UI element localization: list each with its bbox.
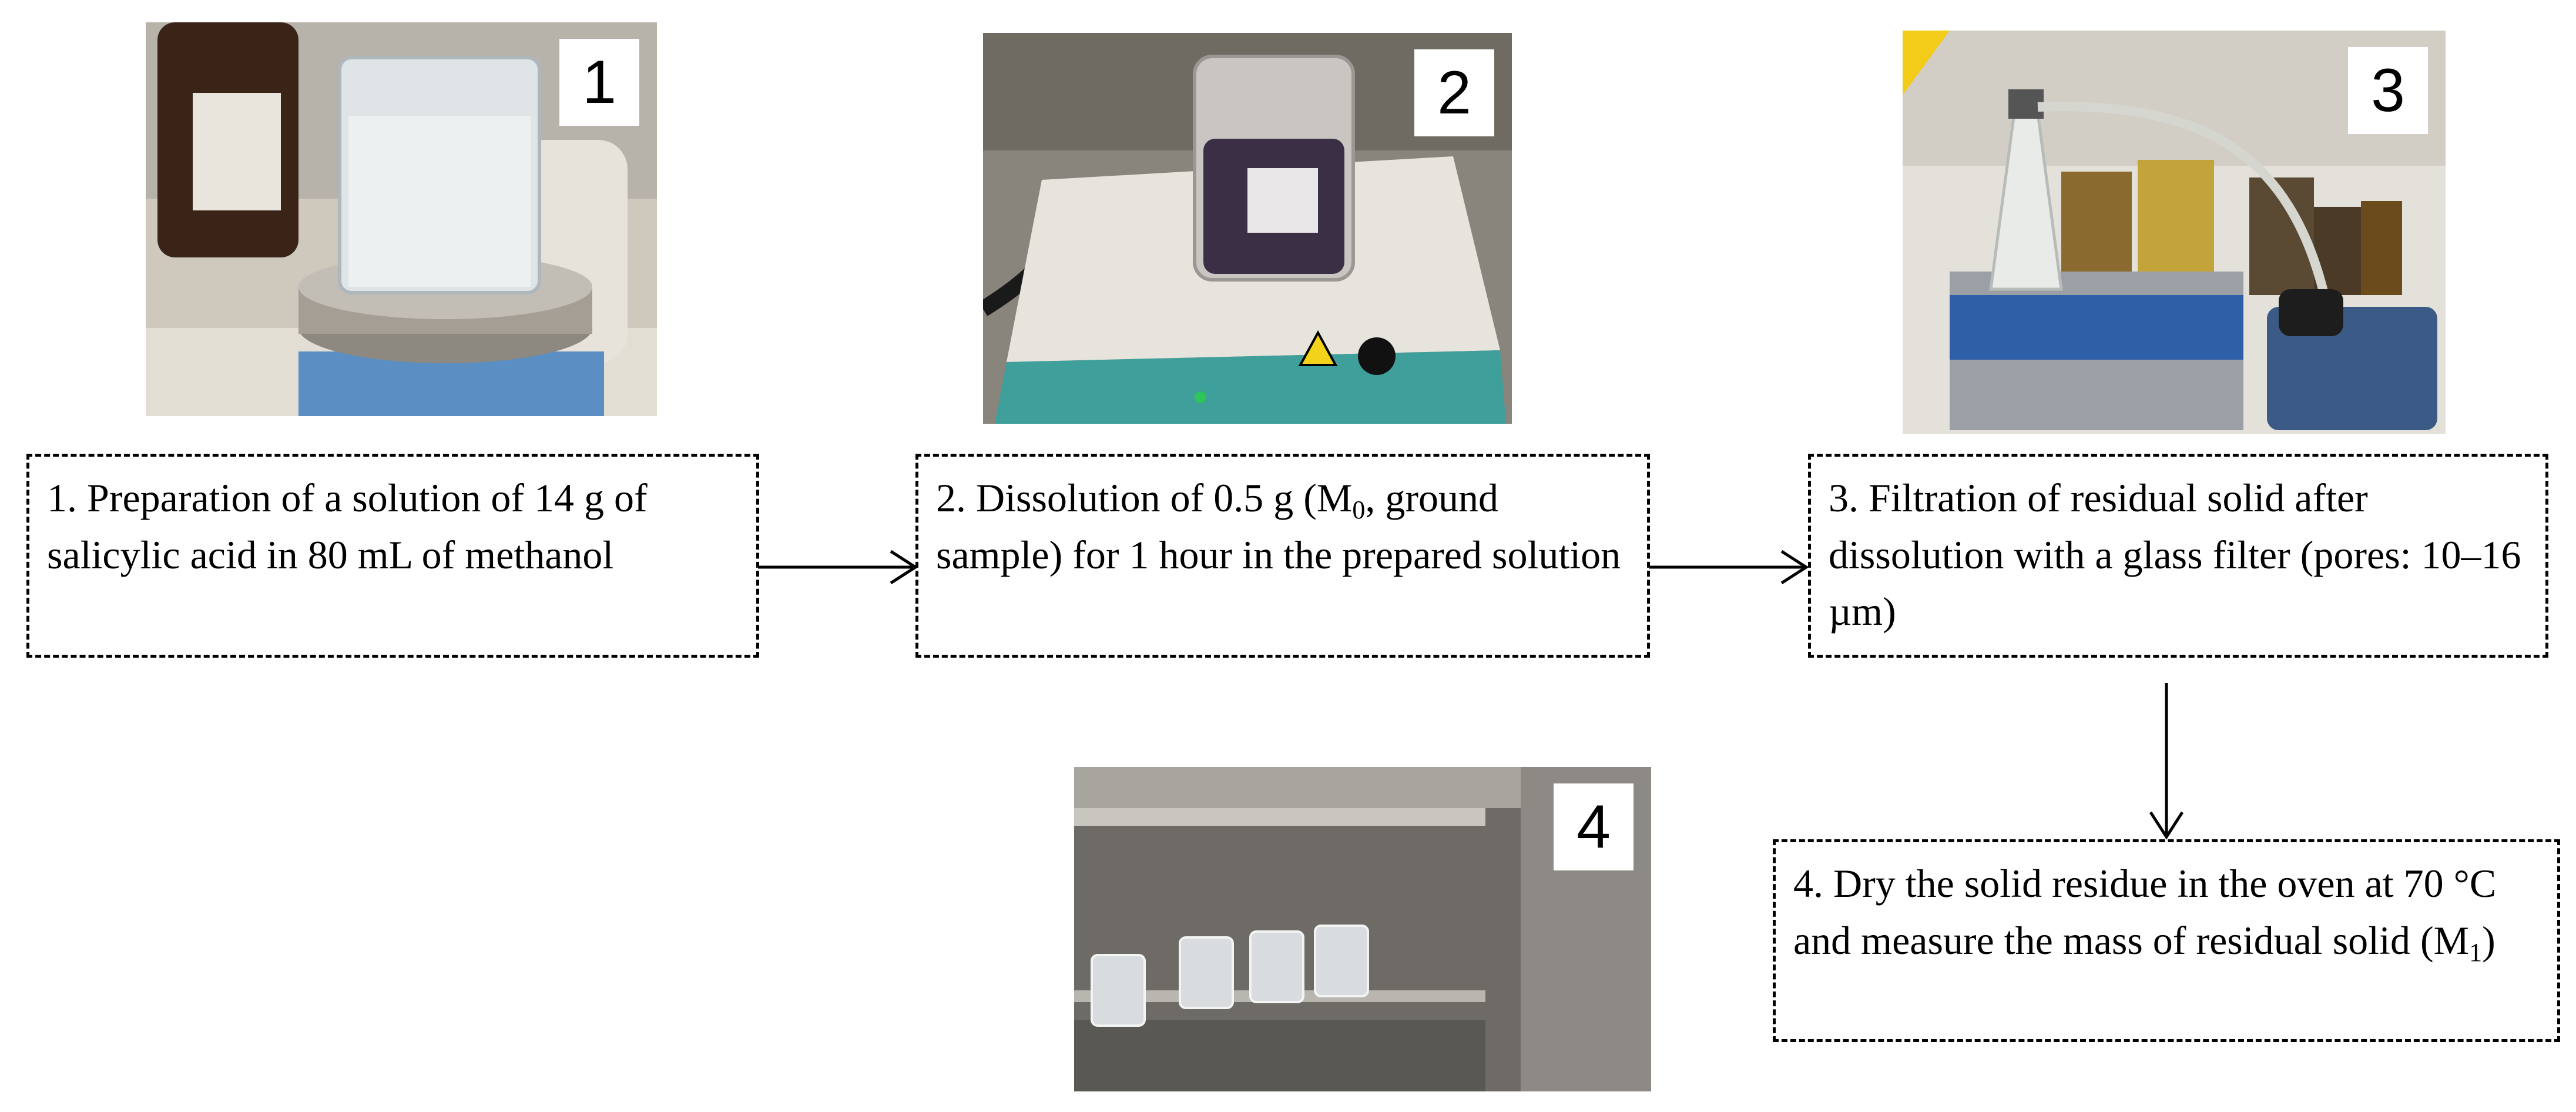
step-3-text: 3. Filtration of residual solid after di… — [1829, 475, 2521, 634]
step-1-text: 1. Preparation of a solution of 14 g of … — [47, 475, 648, 577]
step-2-text: 2. Dissolution of 0.5 g (M0, ground samp… — [936, 475, 1621, 577]
arrow-step2-to-step3 — [1649, 550, 1809, 585]
step-1-photo: 1 — [146, 22, 657, 416]
step-4-text: 4. Dry the solid residue in the oven at … — [1793, 861, 2497, 967]
step-1-box: 1. Preparation of a solution of 14 g of … — [26, 454, 759, 658]
step-2-box: 2. Dissolution of 0.5 g (M0, ground samp… — [915, 454, 1650, 658]
step-3-photo: 3 — [1903, 31, 2446, 434]
step-4-number: 4 — [1554, 783, 1634, 870]
step-4-photo: 4 — [1074, 767, 1651, 1091]
arrow-step3-to-step4 — [2149, 683, 2184, 840]
hotplate-image — [983, 33, 1512, 424]
step-3-number: 3 — [2348, 47, 2428, 134]
step-2-photo: 2 — [983, 33, 1512, 424]
step-1-number: 1 — [559, 39, 639, 126]
step-3-box: 3. Filtration of residual solid after di… — [1808, 454, 2548, 658]
arrow-step1-to-step2 — [758, 550, 918, 585]
step-2-number: 2 — [1414, 49, 1494, 136]
step-4-box: 4. Dry the solid residue in the oven at … — [1773, 839, 2560, 1042]
